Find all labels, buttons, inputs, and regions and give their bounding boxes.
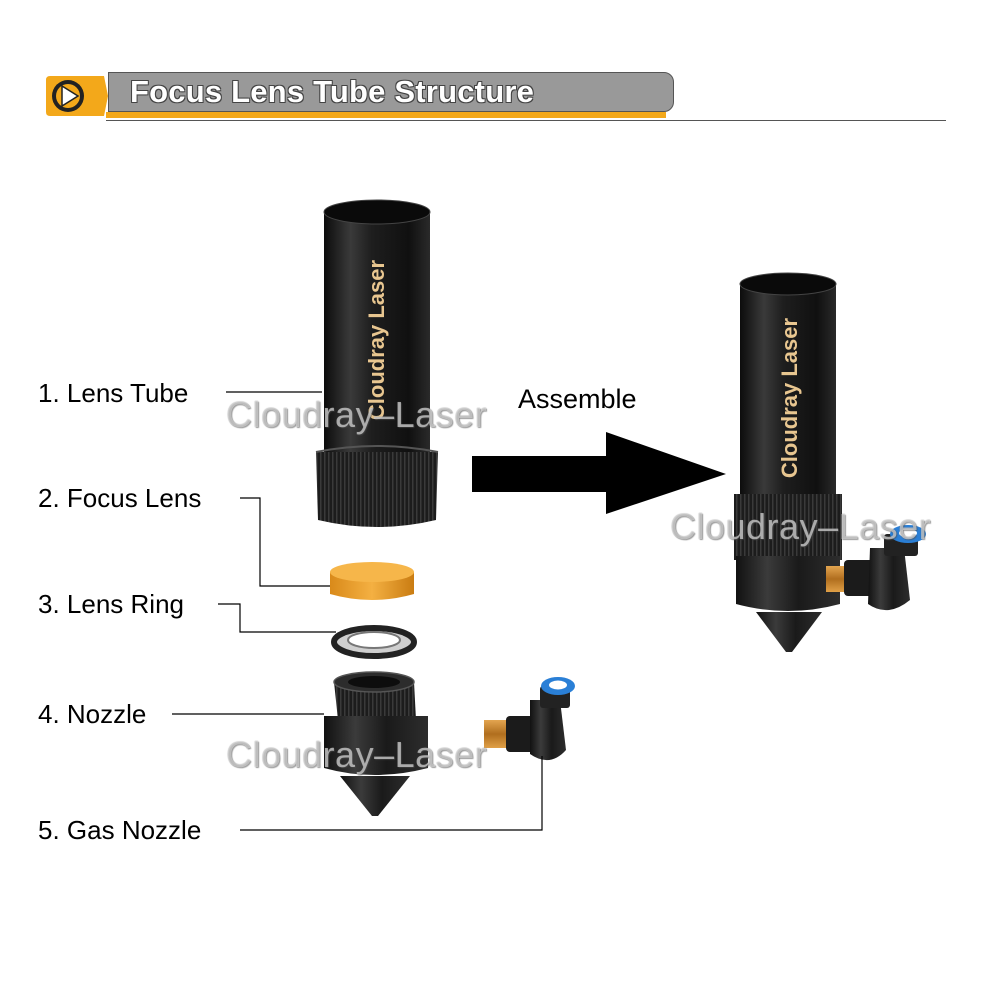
leader-line-gas-nozzle [240, 756, 543, 831]
assemble-label: Assemble [518, 384, 637, 414]
watermark-2: Cloudray–Laser [670, 506, 932, 547]
part-label-lens-tube: 1. Lens Tube [38, 378, 189, 408]
assembled-tube [734, 272, 926, 652]
part-label-gas-nozzle: 5. Gas Nozzle [38, 815, 202, 845]
leader-line-focus-lens [240, 497, 330, 587]
part-label-focus-lens: 2. Focus Lens [38, 483, 202, 513]
part-label-nozzle: 4. Nozzle [38, 699, 147, 729]
play-arrow-icon [46, 76, 108, 116]
part-label-lens-ring: 3. Lens Ring [38, 589, 184, 619]
leader-line-lens-ring [218, 603, 336, 633]
watermark-3: Cloudray–Laser [226, 734, 488, 775]
assemble-arrow [472, 432, 726, 514]
lens-ring [331, 625, 417, 659]
lens-tube [315, 199, 439, 527]
tube-brand-text-assembled: Cloudray Laser [777, 317, 802, 479]
page-title: Focus Lens Tube Structure [130, 74, 535, 109]
watermark-1: Cloudray–Laser [226, 394, 488, 435]
header-accent-stripe [106, 112, 666, 118]
header-rule [106, 120, 946, 121]
focus-lens [330, 562, 414, 600]
header-bar [108, 72, 674, 112]
gas-nozzle [484, 677, 575, 761]
nozzle [324, 671, 428, 816]
